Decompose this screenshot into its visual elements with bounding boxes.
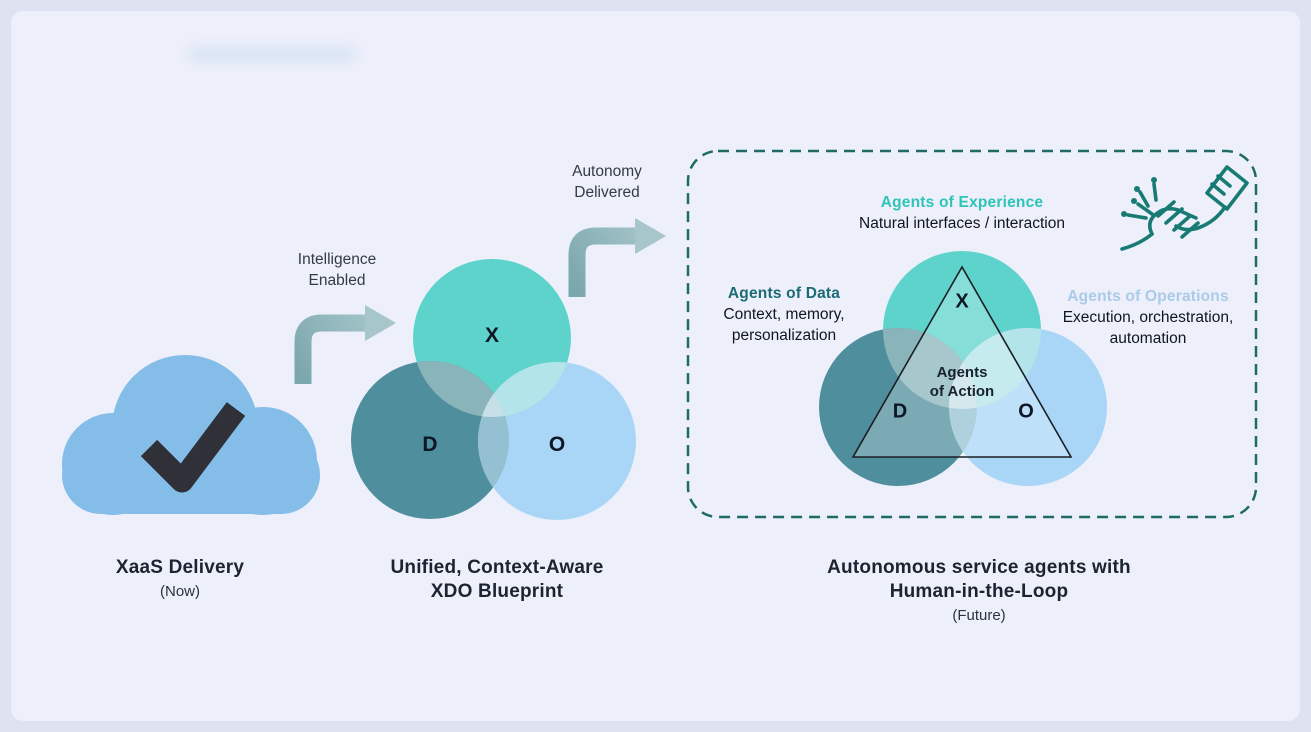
arrow-intelligence-enabled [294, 305, 396, 384]
operations-desc-line1: Execution, orchestration, [1062, 309, 1234, 326]
arrow1-label: Intelligence Enabled [297, 251, 377, 289]
data-desc-line2: personalization [731, 327, 837, 344]
agents-of-operations-label: Agents of Operations Execution, orchestr… [1063, 286, 1234, 349]
venn-agents [819, 251, 1107, 486]
agents-venn-x-letter: X [955, 290, 969, 313]
stage2-title-line1: Unified, Context-Aware [390, 557, 604, 578]
stage1-title: XaaS Delivery [115, 557, 245, 578]
stage3-caption: Autonomous service agents with Human-in-… [827, 556, 1131, 626]
arrow2-label: Autonomy Delivered [572, 163, 642, 201]
operations-title: Agents of Operations [1067, 288, 1229, 305]
handshake-icon [1120, 165, 1249, 251]
arrow-autonomy-delivered [568, 218, 666, 297]
stage1-caption: XaaS Delivery (Now) [116, 556, 244, 602]
triangle-outline [851, 265, 1073, 458]
dashed-boundary [686, 149, 1258, 519]
stage3-subtitle: (Future) [952, 607, 1006, 624]
blurred-watermark [188, 46, 356, 63]
cloud-icon [62, 355, 320, 515]
agents-of-data-label: Agents of Data Context, memory, personal… [723, 283, 844, 346]
checkmark-icon [140, 402, 246, 493]
stage2-caption: Unified, Context-Aware XDO Blueprint [390, 556, 603, 604]
experience-title: Agents of Experience [880, 194, 1044, 211]
agents-venn-d-letter: D [892, 400, 908, 423]
venn-x-letter: X [484, 324, 500, 347]
stage1-subtitle: (Now) [160, 583, 200, 600]
stage3-title-line2: Human-in-the-Loop [889, 581, 1069, 602]
stage2-title-line2: XDO Blueprint [430, 581, 564, 602]
venn-d-letter: D [422, 433, 438, 456]
venn-xdo-blueprint [351, 259, 636, 520]
data-desc-line1: Context, memory, [723, 306, 845, 323]
data-title: Agents of Data [727, 285, 841, 302]
agents-of-action-label: Agents of Action [929, 364, 995, 400]
agents-of-experience-label: Agents of Experience Natural interfaces … [859, 192, 1065, 234]
operations-desc-line2: automation [1109, 330, 1187, 347]
experience-desc: Natural interfaces / interaction [859, 215, 1065, 232]
stage3-title-line1: Autonomous service agents with [827, 557, 1131, 578]
venn-o-letter: O [548, 433, 566, 456]
agents-venn-o-letter: O [1018, 400, 1034, 423]
